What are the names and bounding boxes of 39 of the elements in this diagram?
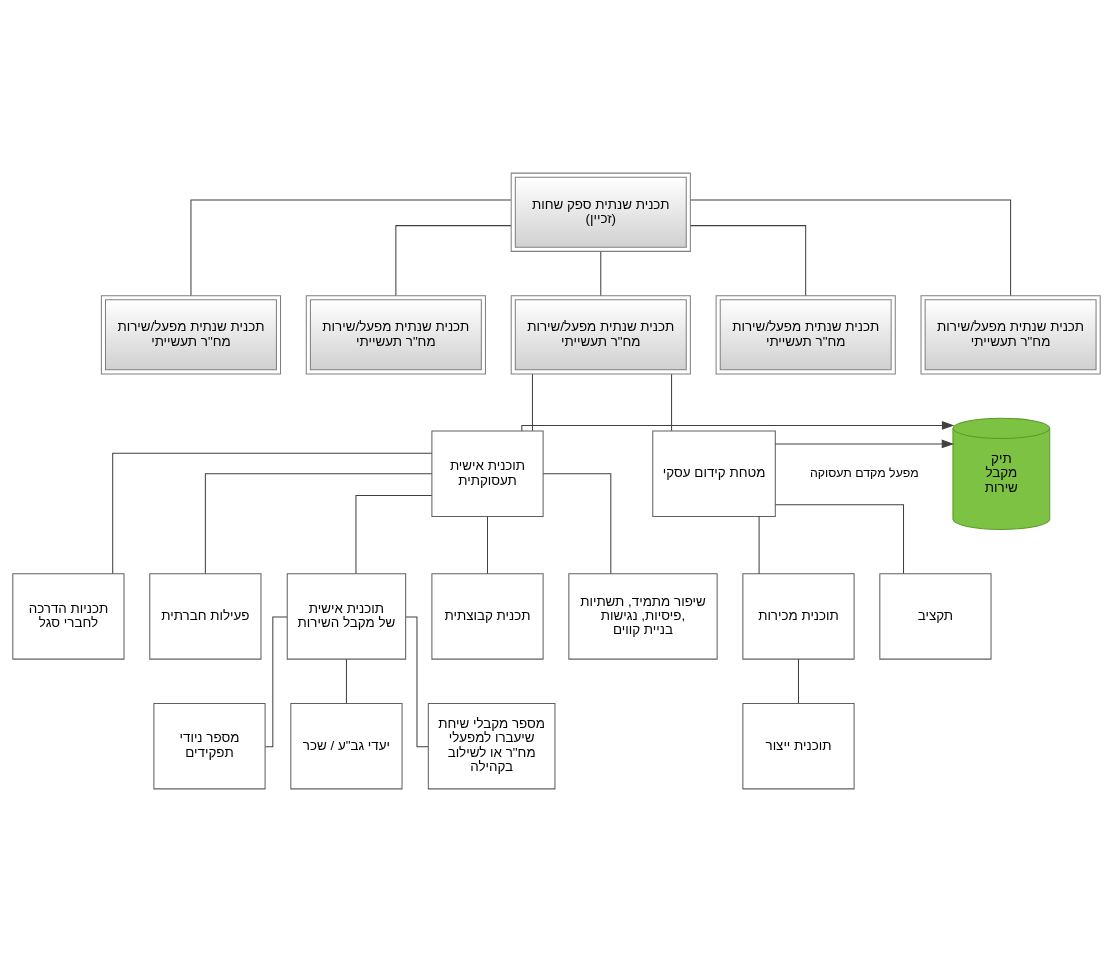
connector bbox=[345, 658, 347, 704]
node-box: מספר ניודי תפקידים bbox=[153, 702, 266, 790]
connector bbox=[797, 658, 799, 704]
node-box: תוכנית אישית של מקבל השירות bbox=[286, 573, 407, 660]
node-box: תוכנית מכירות bbox=[742, 573, 855, 660]
node-box: פעילות חברתית bbox=[149, 573, 262, 660]
node-box: תכנית שנתית מפעל/שירות מח"ר תעשייתי bbox=[510, 295, 691, 375]
node-box: תכנית שנתית מפעל/שירות מח"ר תעשייתי bbox=[305, 295, 486, 375]
node-box: מספר מקבלי שיחת שיעברו למפעלי מח"ר או לשילוב בקהילה bbox=[427, 702, 556, 790]
node-box: תכנית שנתית ספק שחות (זכיין) bbox=[510, 172, 691, 252]
node-box: תכנית קבוצתית bbox=[431, 573, 544, 660]
arrow bbox=[774, 439, 955, 449]
connector bbox=[190, 199, 512, 296]
connector bbox=[531, 373, 533, 432]
node-box: תכנית שנתית מפעל/שירות מח"ר תעשייתי bbox=[715, 295, 896, 375]
connector bbox=[671, 373, 673, 432]
node-box: יעדי גב"ע / שכר bbox=[290, 702, 403, 790]
connector bbox=[355, 494, 433, 574]
connector bbox=[204, 473, 433, 575]
arrow bbox=[521, 421, 955, 432]
connector bbox=[405, 616, 429, 748]
node-box: תוכנית ייצור bbox=[742, 702, 855, 790]
node-box: תכנית שנתית מפעל/שירות מח"ר תעשייתי bbox=[920, 295, 1101, 375]
connector bbox=[395, 225, 512, 296]
label: מפעל מקדם תעסוקה bbox=[809, 465, 919, 480]
connector bbox=[758, 516, 760, 575]
node-box: שיפור מתמיד, תשתיות פיסיות, נגישות, בניית קווים bbox=[568, 573, 718, 660]
node-box: מטחת קידום עסקי bbox=[652, 430, 776, 518]
node-box: תקציב bbox=[879, 573, 992, 660]
connector bbox=[542, 473, 612, 575]
connector bbox=[775, 504, 905, 575]
node-box: תוכנית אישית תעסוקתית bbox=[431, 430, 544, 518]
connector bbox=[112, 452, 433, 575]
connector bbox=[487, 516, 489, 575]
node-box: תכניות הדרכה לחברי סגל bbox=[12, 573, 125, 660]
connector bbox=[690, 199, 1012, 296]
connector bbox=[600, 251, 602, 296]
connector bbox=[690, 225, 807, 296]
node-box: תכנית שנתית מפעל/שירות מח"ר תעשייתי bbox=[100, 295, 282, 375]
